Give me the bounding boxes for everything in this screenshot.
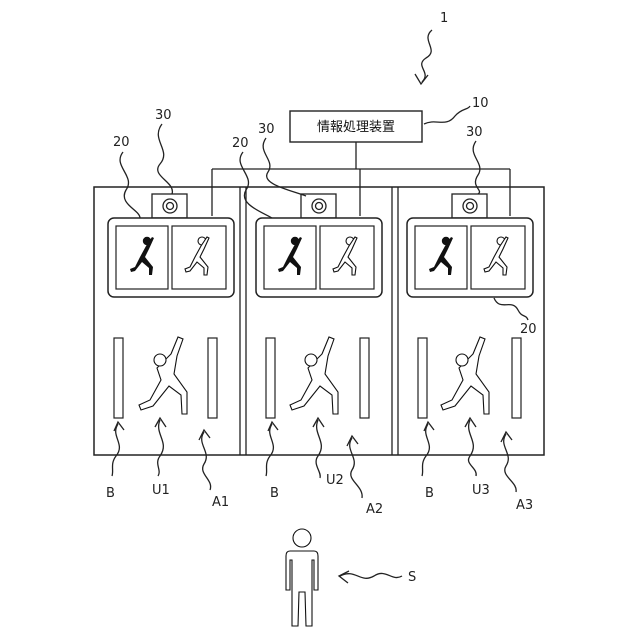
info-device-label: 情報処理装置 [317, 120, 395, 135]
screen-1-ref: 20 [113, 135, 130, 150]
info-device-leader [424, 106, 470, 124]
info-device-ref: 10 [472, 96, 489, 111]
bar-1-ref: B [106, 486, 115, 501]
spectator-figure [286, 529, 318, 626]
user-2-ref: U2 [326, 473, 344, 488]
info-processing-device: 情報処理装置 [290, 111, 422, 142]
booth-unit-2 [256, 194, 382, 418]
system-ref-leader [422, 30, 432, 82]
system-ref-label: 1 [440, 11, 448, 26]
user-1-ref: U1 [152, 483, 170, 498]
screen-3-leader [494, 298, 528, 320]
camera-1 [152, 194, 187, 218]
camera-3 [452, 194, 487, 218]
system-ref-arrowhead [415, 74, 428, 84]
user-figure-1 [139, 337, 187, 414]
camera-2-ref: 30 [258, 122, 275, 137]
camera-2 [301, 194, 336, 218]
area-3-ref: A3 [516, 498, 533, 513]
bottom-refs-3: B U3 A3 [422, 418, 533, 513]
camera-3-leader [473, 141, 480, 194]
bar-2-right [360, 338, 369, 418]
user-figure-2 [290, 337, 338, 414]
camera-1-leader [158, 124, 173, 194]
user-figure-3 [441, 337, 489, 414]
bar-3-left [418, 338, 427, 418]
spectator-ref: S [408, 570, 416, 585]
camera-1-ref: 30 [155, 108, 172, 123]
bottom-refs-2: B U2 A2 [266, 418, 383, 517]
screen-3-ref: 20 [520, 322, 537, 337]
bar-3-ref: B [425, 486, 434, 501]
area-1-ref: A1 [212, 495, 229, 510]
bar-1-right [208, 338, 217, 418]
screen-2-leader [240, 152, 272, 218]
booth-unit-1 [108, 194, 234, 418]
screen-1-leader [120, 152, 140, 218]
user-3-ref: U3 [472, 483, 490, 498]
screen-1 [108, 218, 234, 297]
spectator-leader [340, 573, 402, 578]
bottom-refs-1: B U1 A1 [106, 418, 229, 510]
area-2-ref: A2 [366, 502, 383, 517]
spectator-arrowhead [339, 571, 349, 583]
screen-2-ref: 20 [232, 136, 249, 151]
bar-2-ref: B [270, 486, 279, 501]
bar-1-left [114, 338, 123, 418]
camera-3-ref: 30 [466, 125, 483, 140]
bar-3-right [512, 338, 521, 418]
bar-2-left [266, 338, 275, 418]
screen-2 [256, 218, 382, 297]
screen-3 [407, 218, 533, 297]
